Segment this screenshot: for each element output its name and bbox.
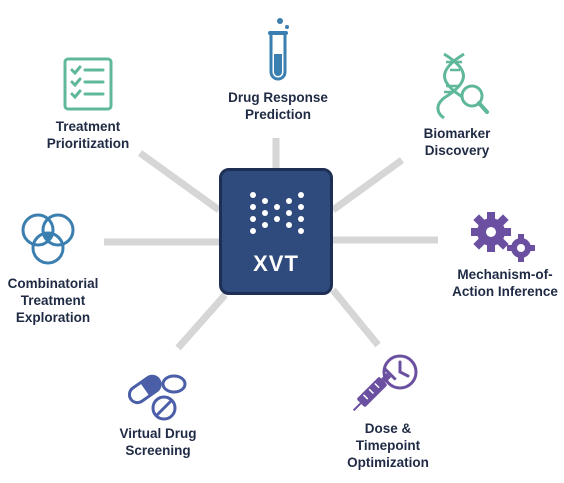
node-dose-label: Dose & Timepoint Optimization (347, 421, 429, 470)
ray-bottom-right (330, 287, 381, 348)
ray-top-left (137, 150, 222, 213)
gears-icon (471, 212, 535, 262)
ray-top-right (330, 157, 405, 213)
node-biomarker-label: Biomarker Discovery (423, 126, 491, 158)
node-moa-label: Mechanism-of- Action Inference (452, 267, 558, 299)
ray-bottom-left (175, 292, 228, 351)
pills-icon (127, 374, 187, 421)
syringe-clock-icon (352, 354, 418, 412)
venn-icon (21, 213, 75, 265)
dna-magnifier-icon (436, 52, 489, 120)
node-prioritization-label: Treatment Prioritization (46, 119, 130, 151)
node-drug-response-label: Drug Response Prediction (228, 90, 328, 122)
xvt-dots-logo-icon (250, 192, 304, 234)
center-label: XVT (253, 251, 299, 276)
test-tube-icon (268, 18, 289, 81)
checklist-icon (63, 57, 113, 111)
node-combinatorial-label: Combinatorial Treatment Exploration (7, 276, 99, 325)
node-screening-label: Virtual Drug Screening (119, 426, 197, 458)
xvt-center-box: XVT (219, 168, 333, 295)
